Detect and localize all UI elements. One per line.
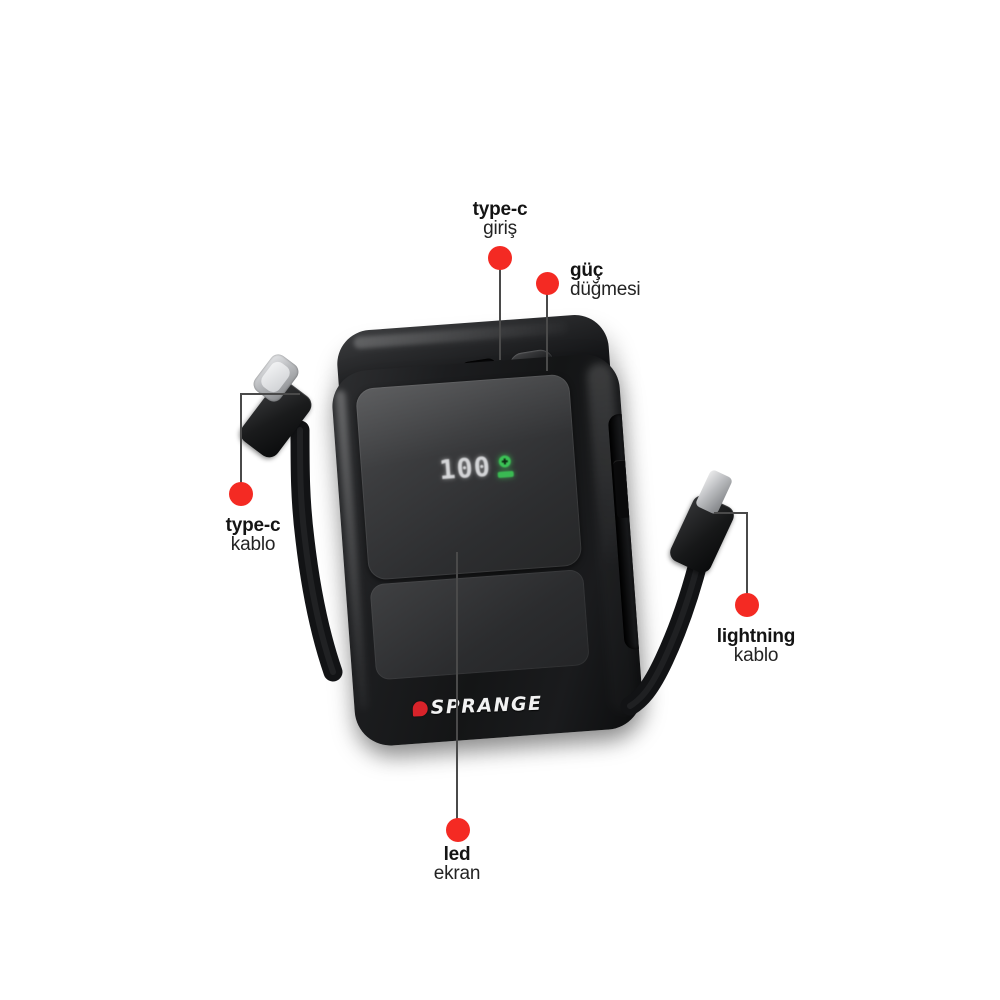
dot-type-c-giris[interactable] — [488, 246, 512, 270]
dot-guc-dugmesi[interactable] — [536, 272, 559, 295]
leader-type-c-kablo-vertical — [240, 393, 242, 487]
callout-type-c-kablo-line2: kablo — [230, 534, 276, 556]
callout-lightning-kablo-line2: kablo — [733, 645, 779, 667]
dot-lightning-kablo[interactable] — [735, 593, 759, 617]
power-bank-device: 100 SPRANGE — [321, 308, 652, 759]
led-display-icons — [496, 454, 514, 478]
device-lower-panel — [369, 569, 590, 681]
device-body: 100 SPRANGE — [329, 351, 645, 748]
callout-guc-dugmesi-line1: güç — [570, 260, 604, 281]
led-screen: 100 — [355, 373, 583, 581]
type-c-connector — [236, 350, 332, 476]
callout-lightning-kablo-line1: lightning — [716, 626, 796, 647]
brand-name: SPRANGE — [430, 692, 543, 719]
battery-plus-icon — [498, 454, 511, 468]
callout-led-ekran: led ekran — [392, 845, 522, 884]
callout-type-c-kablo-line1: type-c — [225, 515, 281, 536]
leader-guc-dugmesi — [546, 293, 548, 371]
callout-type-c-giris-line1: type-c — [472, 199, 528, 220]
callout-guc-dugmesi-line2: düğmesi — [570, 279, 641, 301]
callout-guc-dugmesi: güç düğmesi — [570, 261, 730, 300]
battery-bar-icon — [497, 470, 514, 478]
led-display: 100 — [438, 451, 514, 487]
callout-type-c-giris-line2: giriş — [483, 218, 517, 240]
callout-lightning-kablo: lightning kablo — [684, 627, 828, 666]
brand-logo: SPRANGE — [412, 693, 543, 720]
callout-led-ekran-line2: ekran — [433, 863, 481, 885]
callout-type-c-kablo: type-c kablo — [185, 516, 321, 555]
leader-type-c-giris — [499, 264, 501, 360]
logo-mark-icon — [412, 700, 428, 717]
dot-led-ekran[interactable] — [446, 818, 470, 842]
callout-type-c-giris: type-c giriş — [432, 200, 568, 239]
cable-clip — [613, 459, 634, 519]
led-display-value: 100 — [438, 451, 493, 487]
dot-type-c-kablo[interactable] — [229, 482, 253, 506]
leader-type-c-kablo-horizontal — [240, 393, 300, 395]
callout-led-ekran-line1: led — [443, 844, 471, 865]
lightning-connector — [664, 468, 748, 600]
leader-led-ekran — [456, 552, 458, 830]
leader-lightning-kablo-horizontal — [714, 512, 748, 514]
leader-lightning-kablo-vertical — [746, 512, 748, 598]
